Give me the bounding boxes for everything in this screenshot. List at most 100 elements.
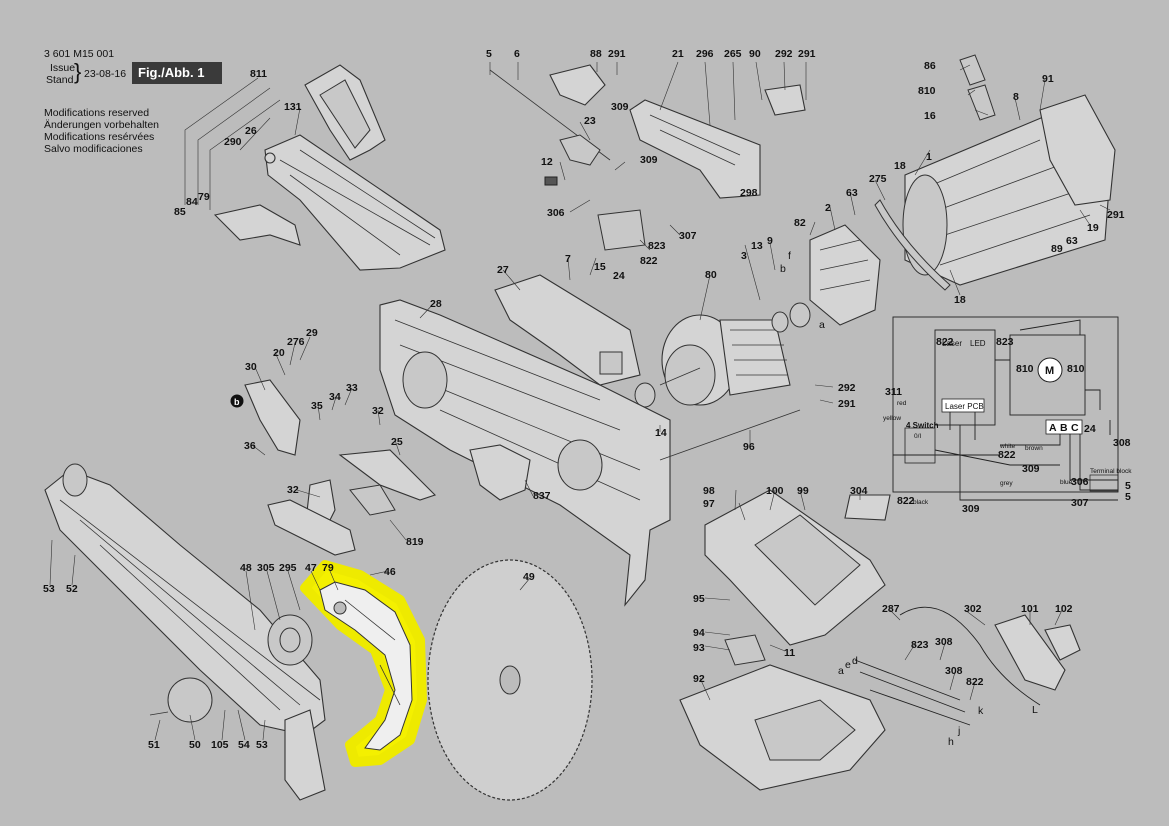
callout-30[interactable]: 30 [245, 361, 257, 373]
callout-308[interactable]: 308 [945, 665, 963, 677]
callout-302[interactable]: 302 [964, 603, 982, 615]
callout-3[interactable]: 3 [741, 250, 747, 262]
callout-823[interactable]: 823 [911, 639, 929, 651]
callout-20[interactable]: 20 [273, 347, 285, 359]
callout-16[interactable]: 16 [924, 110, 936, 122]
callout-810[interactable]: 810 [1067, 363, 1085, 375]
callout-53[interactable]: 53 [256, 739, 268, 751]
table-extension-arm[interactable] [44, 463, 326, 801]
callout-822[interactable]: 822 [897, 495, 915, 507]
callout-32[interactable]: 32 [372, 405, 384, 417]
callout-88[interactable]: 88 [590, 48, 602, 60]
callout-823[interactable]: 823 [648, 240, 666, 252]
callout-101[interactable]: 101 [1021, 603, 1039, 615]
callout-36[interactable]: 36 [244, 440, 256, 452]
callout-275[interactable]: 275 [869, 173, 887, 185]
callout-21[interactable]: 21 [672, 48, 684, 60]
callout-24[interactable]: 24 [1084, 423, 1096, 435]
callout-5[interactable]: 5 [1125, 480, 1131, 492]
callout-265[interactable]: 265 [724, 48, 742, 60]
callout-822[interactable]: 822 [936, 336, 954, 348]
callout-309[interactable]: 309 [1022, 463, 1040, 475]
callout-94[interactable]: 94 [693, 627, 705, 639]
callout-19[interactable]: 19 [1087, 222, 1099, 234]
callout-52[interactable]: 52 [66, 583, 78, 595]
callout-296[interactable]: 296 [696, 48, 714, 60]
callout-822[interactable]: 822 [998, 449, 1016, 461]
callout-823[interactable]: 823 [996, 336, 1014, 348]
callout-13[interactable]: 13 [751, 240, 763, 252]
motor-housing[interactable] [809, 54, 1116, 326]
callout-291[interactable]: 291 [1107, 209, 1125, 221]
callout-86[interactable]: 86 [924, 60, 936, 72]
callout-291[interactable]: 291 [608, 48, 626, 60]
callout-291[interactable]: 291 [838, 398, 856, 410]
callout-5[interactable]: 5 [486, 48, 492, 60]
callout-97[interactable]: 97 [703, 498, 715, 510]
callout-92[interactable]: 92 [693, 673, 705, 685]
callout-63[interactable]: 63 [1066, 235, 1078, 247]
main-gearbox-housing[interactable] [379, 274, 801, 607]
callout-309[interactable]: 309 [962, 503, 980, 515]
callout-810[interactable]: 810 [918, 85, 936, 97]
callout-18[interactable]: 18 [894, 160, 906, 172]
callout-14[interactable]: 14 [655, 427, 667, 439]
callout-105[interactable]: 105 [211, 739, 229, 751]
callout-95[interactable]: 95 [693, 593, 705, 605]
lower-blade-guard-highlighted[interactable] [300, 560, 427, 767]
callout-15[interactable]: 15 [594, 261, 606, 273]
callout-102[interactable]: 102 [1055, 603, 1073, 615]
callout-63[interactable]: 63 [846, 187, 858, 199]
callout-822[interactable]: 822 [966, 676, 984, 688]
callout-819[interactable]: 819 [406, 536, 424, 548]
callout-290[interactable]: 290 [224, 136, 242, 148]
handle-parts[interactable] [489, 64, 806, 251]
callout-307[interactable]: 307 [1071, 497, 1089, 509]
callout-309[interactable]: 309 [640, 154, 658, 166]
callout-29[interactable]: 29 [306, 327, 318, 339]
callout-308[interactable]: 308 [935, 636, 953, 648]
callout-96[interactable]: 96 [743, 441, 755, 453]
callout-18[interactable]: 18 [954, 294, 966, 306]
callout-309[interactable]: 309 [611, 101, 629, 113]
callout-54[interactable]: 54 [238, 739, 250, 751]
callout-84[interactable]: 84 [186, 196, 198, 208]
callout-1[interactable]: 1 [926, 151, 932, 163]
callout-98[interactable]: 98 [703, 485, 715, 497]
callout-50[interactable]: 50 [189, 739, 201, 751]
callout-306[interactable]: 306 [1071, 476, 1089, 488]
callout-46[interactable]: 46 [384, 566, 396, 578]
callout-837[interactable]: 837 [533, 490, 551, 502]
callout-9[interactable]: 9 [767, 235, 773, 247]
upper-blade-guard[interactable] [213, 64, 446, 271]
callout-32[interactable]: 32 [287, 484, 299, 496]
callout-311[interactable]: 311 [885, 386, 902, 398]
callout-2[interactable]: 2 [825, 202, 831, 214]
callout-48[interactable]: 48 [240, 562, 252, 574]
callout-295[interactable]: 295 [279, 562, 297, 574]
callout-79[interactable]: 79 [198, 191, 210, 203]
callout-35[interactable]: 35 [311, 400, 323, 412]
callout-12[interactable]: 12 [541, 156, 553, 168]
callout-25[interactable]: 25 [391, 436, 403, 448]
callout-276[interactable]: 276 [287, 336, 305, 348]
callout-26[interactable]: 26 [245, 125, 257, 137]
callout-91[interactable]: 91 [1042, 73, 1054, 85]
callout-287[interactable]: 287 [882, 603, 900, 615]
callout-308[interactable]: 308 [1113, 437, 1131, 449]
callout-291[interactable]: 291 [798, 48, 816, 60]
callout-8[interactable]: 8 [1013, 91, 1019, 103]
callout-822[interactable]: 822 [640, 255, 658, 267]
callout-304[interactable]: 304 [850, 485, 868, 497]
callout-28[interactable]: 28 [430, 298, 442, 310]
callout-298[interactable]: 298 [740, 187, 758, 199]
callout-49[interactable]: 49 [523, 571, 535, 583]
callout-11[interactable]: 11 [784, 647, 795, 659]
callout-24[interactable]: 24 [613, 270, 625, 282]
callout-292[interactable]: 292 [838, 382, 856, 394]
callout-82[interactable]: 82 [794, 217, 806, 229]
callout-79[interactable]: 79 [322, 562, 334, 574]
callout-305[interactable]: 305 [257, 562, 275, 574]
callout-307[interactable]: 307 [679, 230, 697, 242]
table-base-parts[interactable] [679, 489, 1081, 791]
